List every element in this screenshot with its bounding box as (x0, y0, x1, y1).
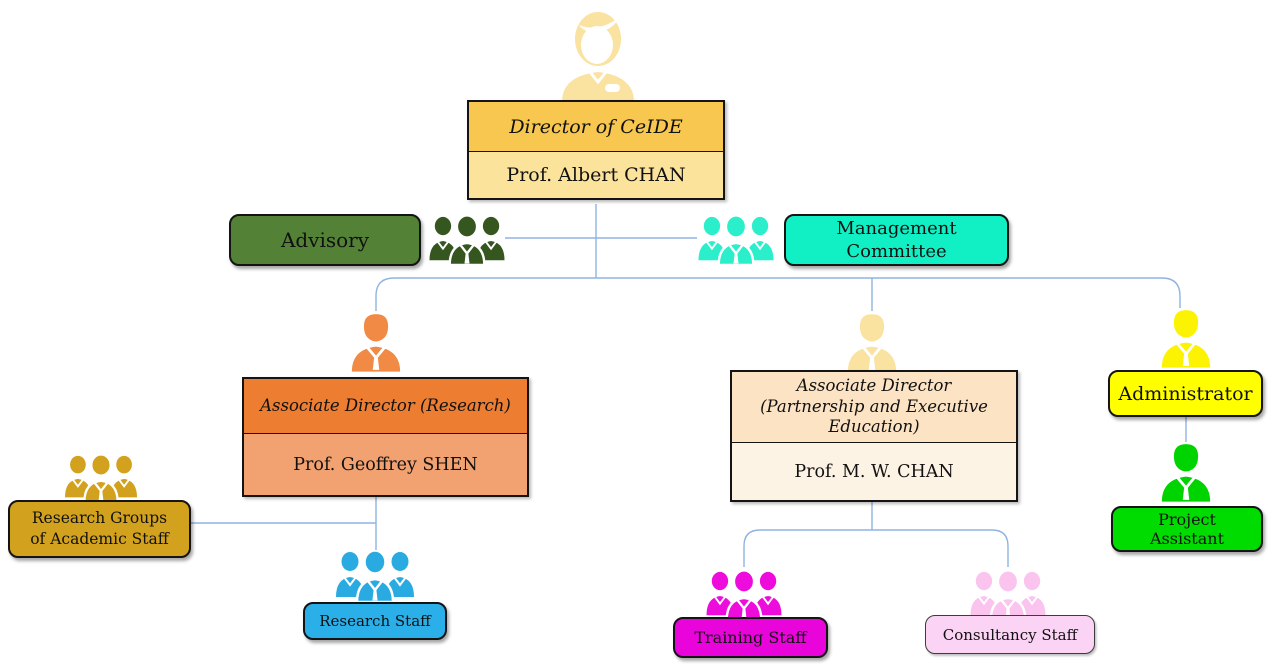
director-icon (554, 8, 642, 102)
research-staff-node: Research Staff (303, 602, 447, 640)
associate-director-research-title: Associate Director (Research) (244, 379, 527, 434)
management-committee-box: Management Committee (784, 214, 1009, 266)
associate-director-research-node: Associate Director (Research) Prof. Geof… (242, 377, 529, 497)
management-committee-label: Management Committee (836, 217, 957, 262)
associate-director-research-person-icon (350, 311, 402, 373)
management-committee-node: Management Committee (784, 214, 1009, 266)
research-staff-box: Research Staff (303, 602, 447, 640)
project-assistant-node: Project Assistant (1111, 506, 1263, 552)
associate-director-research-title-text: Associate Director (Research) (260, 395, 511, 415)
consultancy-staff-people-icon (968, 570, 1048, 620)
research-staff-people-icon (332, 550, 418, 602)
director-box: Director of CeIDE Prof. Albert CHAN (467, 100, 725, 200)
research-staff-label: Research Staff (319, 612, 431, 630)
management-people-icon (696, 215, 776, 265)
project-assistant-box: Project Assistant (1111, 506, 1263, 552)
associate-director-partnership-node: Associate Director (Partnership and Exec… (730, 370, 1018, 502)
training-staff-label: Training Staff (694, 628, 807, 647)
advisory-box: Advisory (229, 214, 421, 266)
research-groups-label: Research Groups of Academic Staff (30, 509, 169, 548)
associate-director-research-name-text: Prof. Geoffrey SHEN (293, 454, 478, 475)
associate-director-partnership-name: Prof. M. W. CHAN (732, 443, 1016, 500)
consultancy-staff-node: Consultancy Staff (925, 615, 1095, 654)
associate-director-partnership-person-icon (846, 311, 898, 373)
director-name: Prof. Albert CHAN (469, 152, 723, 198)
administrator-box: Administrator (1108, 370, 1263, 417)
research-groups-box: Research Groups of Academic Staff (8, 500, 191, 558)
director-title: Director of CeIDE (469, 102, 723, 152)
advisory-node: Advisory (229, 214, 421, 266)
advisory-label: Advisory (280, 228, 370, 252)
research-groups-people-icon (62, 454, 140, 502)
associate-director-partnership-box: Associate Director (Partnership and Exec… (730, 370, 1018, 502)
project-assistant-label: Project Assistant (1149, 510, 1224, 548)
associate-director-research-name: Prof. Geoffrey SHEN (244, 434, 527, 495)
training-staff-people-icon (703, 570, 785, 620)
associate-director-partnership-name-text: Prof. M. W. CHAN (794, 461, 954, 482)
consultancy-staff-label: Consultancy Staff (942, 625, 1078, 644)
training-staff-box: Training Staff (673, 617, 828, 658)
administrator-label: Administrator (1118, 382, 1253, 405)
research-groups-node: Research Groups of Academic Staff (8, 500, 191, 558)
director-node: Director of CeIDE Prof. Albert CHAN (467, 100, 725, 200)
director-title-text: Director of CeIDE (509, 115, 683, 138)
project-assistant-person-icon (1160, 442, 1212, 502)
advisory-people-icon (427, 215, 507, 265)
director-name-text: Prof. Albert CHAN (506, 164, 686, 186)
training-staff-node: Training Staff (673, 617, 828, 658)
associate-director-partnership-title: Associate Director (Partnership and Exec… (732, 372, 1016, 443)
associate-director-partnership-title-text: Associate Director (Partnership and Exec… (760, 376, 988, 437)
administrator-person-icon (1160, 308, 1212, 368)
consultancy-staff-box: Consultancy Staff (925, 615, 1095, 654)
associate-director-research-box: Associate Director (Research) Prof. Geof… (242, 377, 529, 497)
administrator-node: Administrator (1108, 370, 1263, 417)
